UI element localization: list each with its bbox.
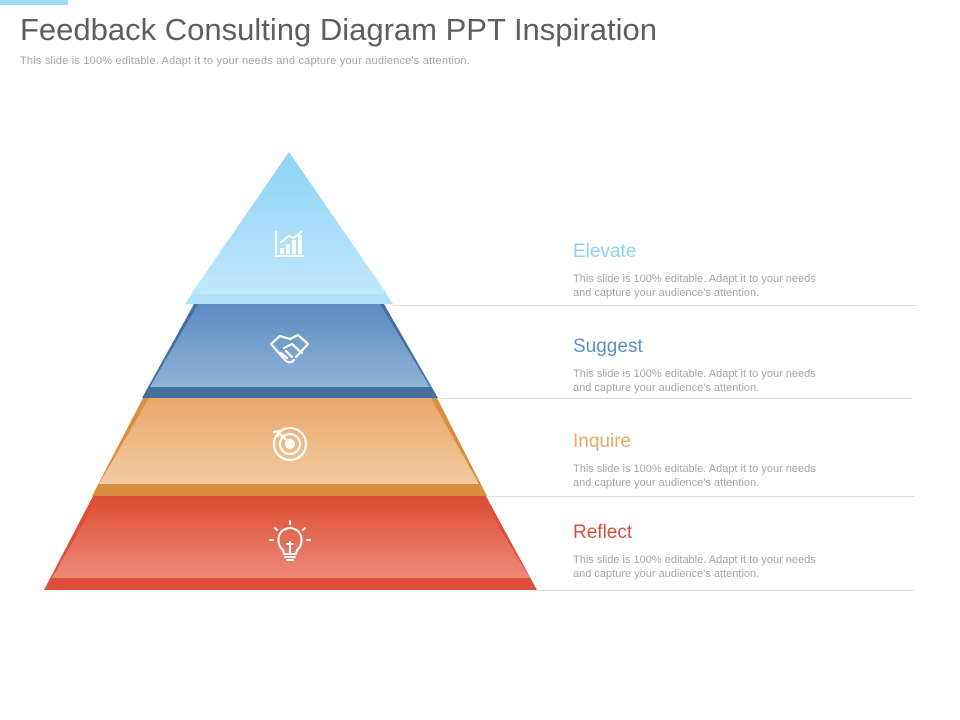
pyramid-level-suggest xyxy=(142,304,438,398)
level-text-inquire: Inquire This slide is 100% editable. Ada… xyxy=(573,431,903,490)
pyramid-level-elevate xyxy=(185,152,393,304)
lightbulb-icon xyxy=(269,520,311,561)
level-heading: Suggest xyxy=(573,336,643,357)
divider-line xyxy=(537,590,914,591)
bar-chart-icon xyxy=(275,230,304,257)
level-text-suggest: Suggest This slide is 100% editable. Ada… xyxy=(573,336,903,395)
slide-title: Feedback Consulting Diagram PPT Inspirat… xyxy=(20,12,657,47)
divider-line xyxy=(393,305,917,306)
level-text-elevate: Elevate This slide is 100% editable. Ada… xyxy=(573,241,903,300)
slide-subtitle: This slide is 100% editable. Adapt it to… xyxy=(20,55,470,67)
level-description: This slide is 100% editable. Adapt it to… xyxy=(573,273,816,299)
divider-line xyxy=(438,398,912,399)
level-description: This slide is 100% editable. Adapt it to… xyxy=(573,554,816,580)
level-text-reflect: Reflect This slide is 100% editable. Ada… xyxy=(573,522,903,581)
level-description: This slide is 100% editable. Adapt it to… xyxy=(573,368,816,394)
level-heading: Inquire xyxy=(573,431,632,452)
accent-bar xyxy=(0,0,68,5)
target-icon xyxy=(272,426,308,462)
level-description: This slide is 100% editable. Adapt it to… xyxy=(573,463,816,489)
handshake-icon xyxy=(269,333,310,364)
level-heading: Elevate xyxy=(573,241,637,262)
divider-line xyxy=(487,496,914,497)
level-heading: Reflect xyxy=(573,522,633,543)
